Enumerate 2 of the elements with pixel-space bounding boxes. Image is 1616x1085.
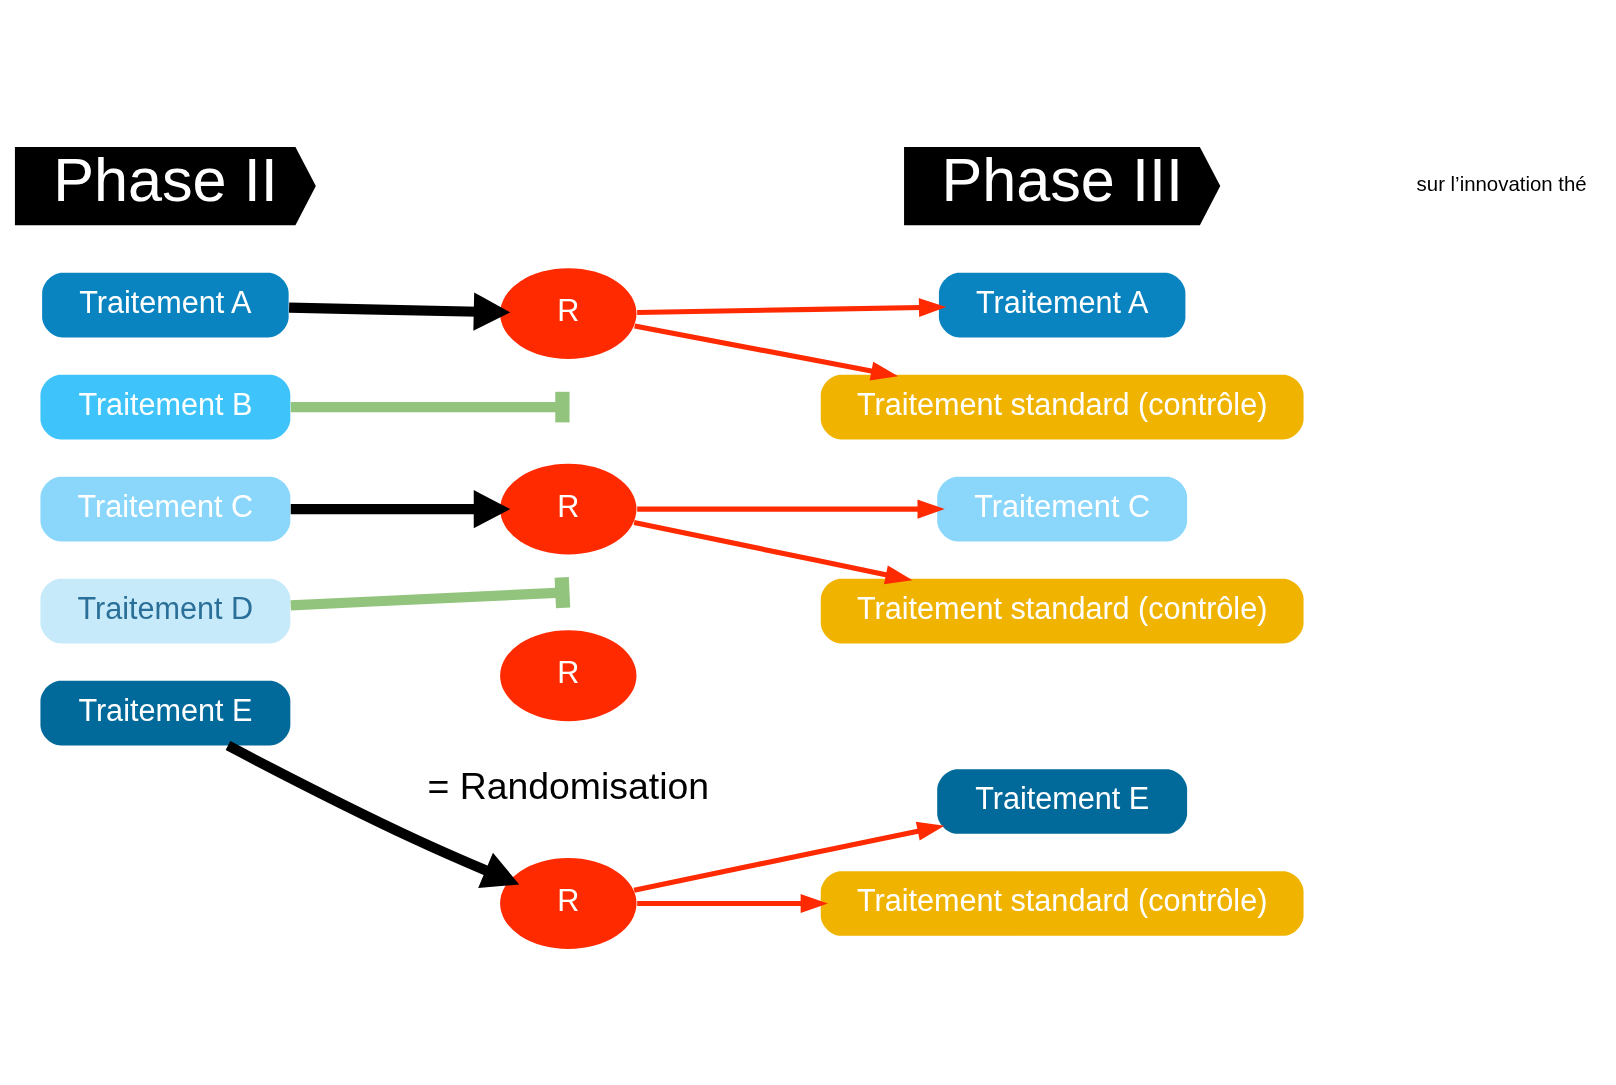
label: sur l’innovation thé	[1416, 172, 1587, 195]
label: = Randomisation	[427, 764, 710, 807]
